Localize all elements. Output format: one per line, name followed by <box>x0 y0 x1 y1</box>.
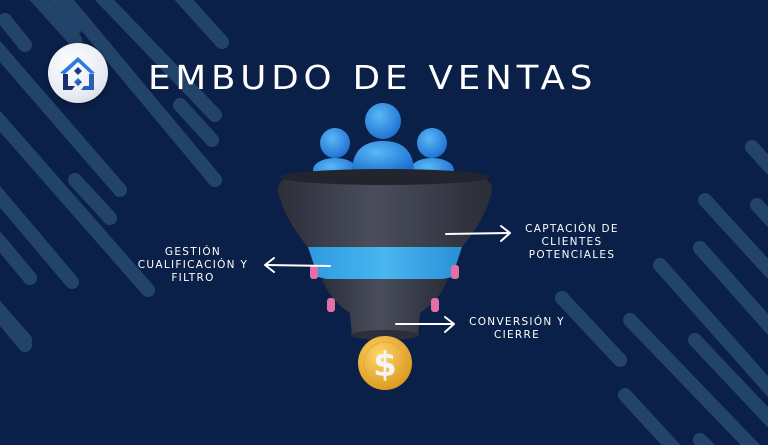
label-line: CUALIFICACIÓN Y <box>137 259 249 271</box>
svg-text:$: $ <box>373 345 397 385</box>
label-line: CIERRE <box>493 329 541 341</box>
label-line: POTENCIALES <box>528 249 616 261</box>
label-line: CONVERSIÓN Y <box>469 316 565 328</box>
company-logo <box>48 43 108 103</box>
label-line: CAPTACIÓN DE <box>525 223 619 235</box>
people-group-icon <box>313 103 454 182</box>
dollar-coin-icon: $ <box>358 336 412 390</box>
label-line: CLIENTES <box>541 236 603 248</box>
house-logo-icon <box>60 57 95 90</box>
label-line: FILTRO <box>171 272 215 284</box>
label-line: GESTIÓN <box>164 246 222 258</box>
arrow-right-bottom <box>395 316 455 333</box>
arrow-right-top <box>445 225 511 242</box>
funnel-illustration: $ <box>278 103 492 390</box>
label-gestion-cualificacion: GESTIÓN CUALIFICACIÓN Y FILTRO <box>128 246 258 285</box>
label-conversion-cierre: CONVERSIÓN Y CIERRE <box>458 316 576 342</box>
label-captacion-clientes: CAPTACIÓN DE CLIENTES POTENCIALES <box>510 223 634 262</box>
page-title: EMBUDO DE VENTAS <box>148 58 598 97</box>
funnel-icon <box>278 169 492 340</box>
arrow-left <box>264 257 331 273</box>
